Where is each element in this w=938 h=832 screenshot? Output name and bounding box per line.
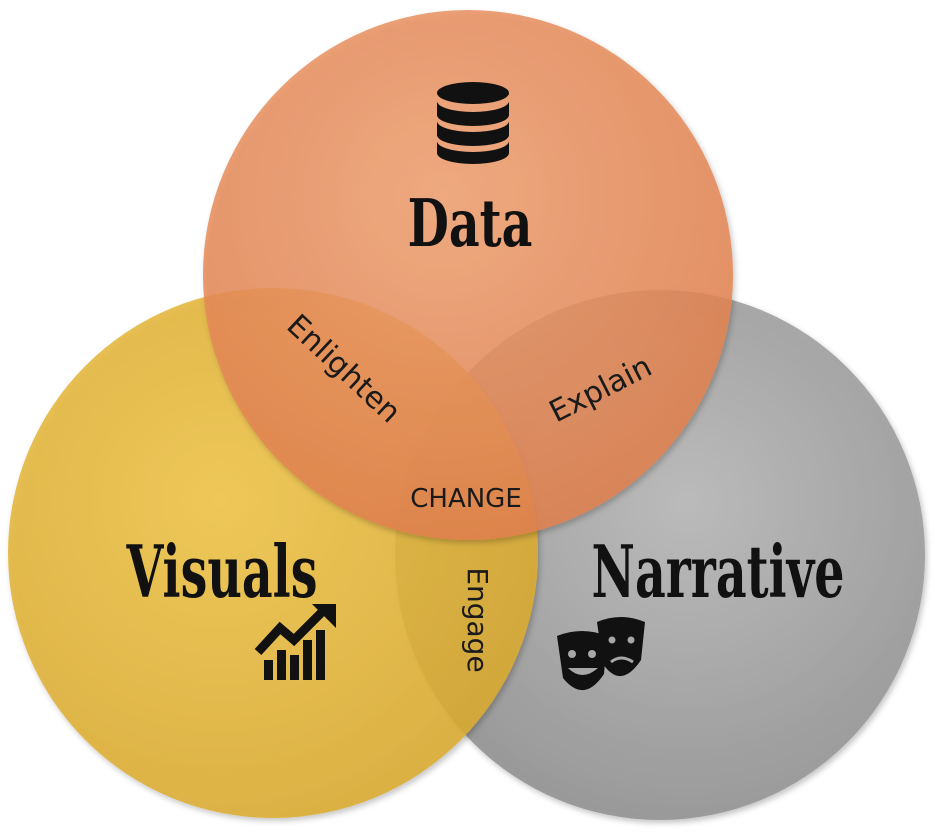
engage-label: Engage [461, 567, 494, 672]
data-circle [203, 10, 733, 540]
theater-masks-icon [557, 617, 645, 691]
database-icon [437, 82, 509, 164]
data-label: Data [408, 184, 533, 262]
growth-chart-icon [254, 604, 336, 680]
change-label: CHANGE [410, 484, 522, 514]
visuals-label: Visuals [126, 531, 318, 615]
narrative-label: Narrative [592, 531, 845, 615]
